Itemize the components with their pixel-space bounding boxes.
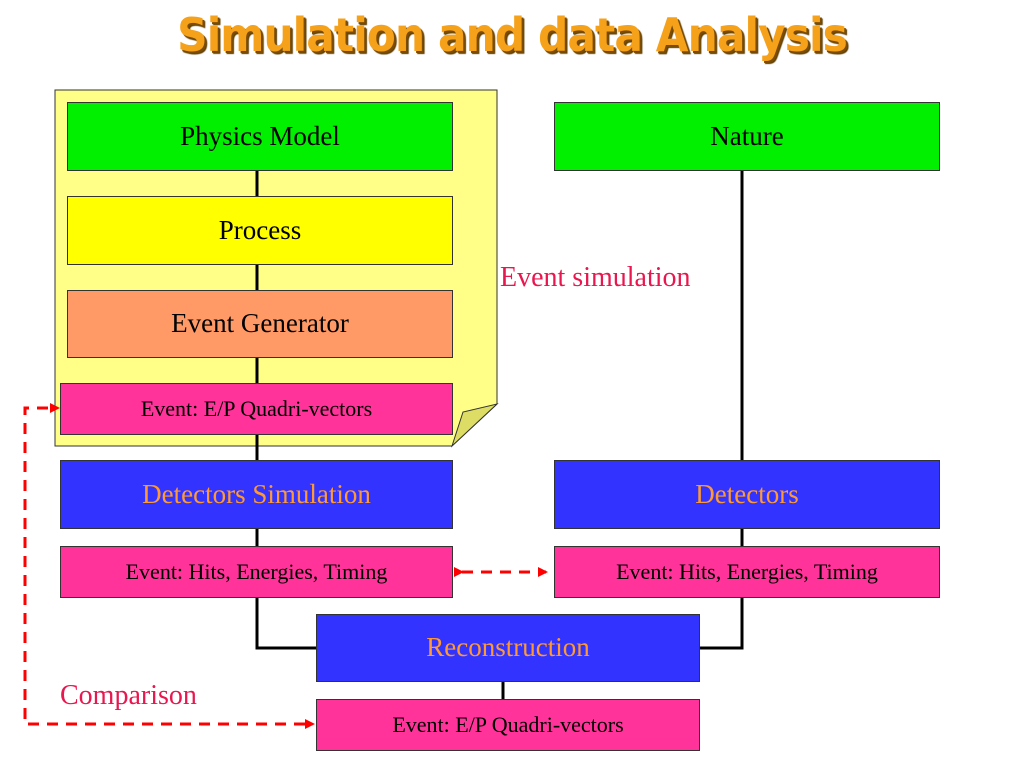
slide-title: Simulation and data Analysis xyxy=(177,8,848,62)
connector-hits-reco-left xyxy=(255,597,316,650)
comparison-arrowhead-bottom xyxy=(305,719,315,729)
reconstruction-box: Reconstruction xyxy=(316,614,700,682)
dashed-arrow-comparison-loop xyxy=(23,406,305,726)
detectors-box: Detectors xyxy=(554,460,940,529)
process-box: Process xyxy=(67,196,453,265)
event-hits-sim-box: Event: Hits, Energies, Timing xyxy=(60,546,453,598)
nature-box: Nature xyxy=(554,102,940,171)
event-quadri-vectors-sim-box: Event: E/P Quadri-vectors xyxy=(60,383,453,435)
event-simulation-label: Event simulation xyxy=(500,262,691,293)
event-generator-box: Event Generator xyxy=(67,290,453,358)
detectors-simulation-box: Detectors Simulation xyxy=(60,460,453,529)
connector-hits-reco-right xyxy=(700,597,744,650)
event-hits-real-box: Event: Hits, Energies, Timing xyxy=(554,546,940,598)
comparison-arrowhead-top xyxy=(50,403,60,413)
physics-model-box: Physics Model xyxy=(67,102,453,171)
event-quadri-vectors-reco-box: Event: E/P Quadri-vectors xyxy=(316,699,700,751)
comparison-label: Comparison xyxy=(60,680,197,711)
note-fold xyxy=(450,403,499,448)
